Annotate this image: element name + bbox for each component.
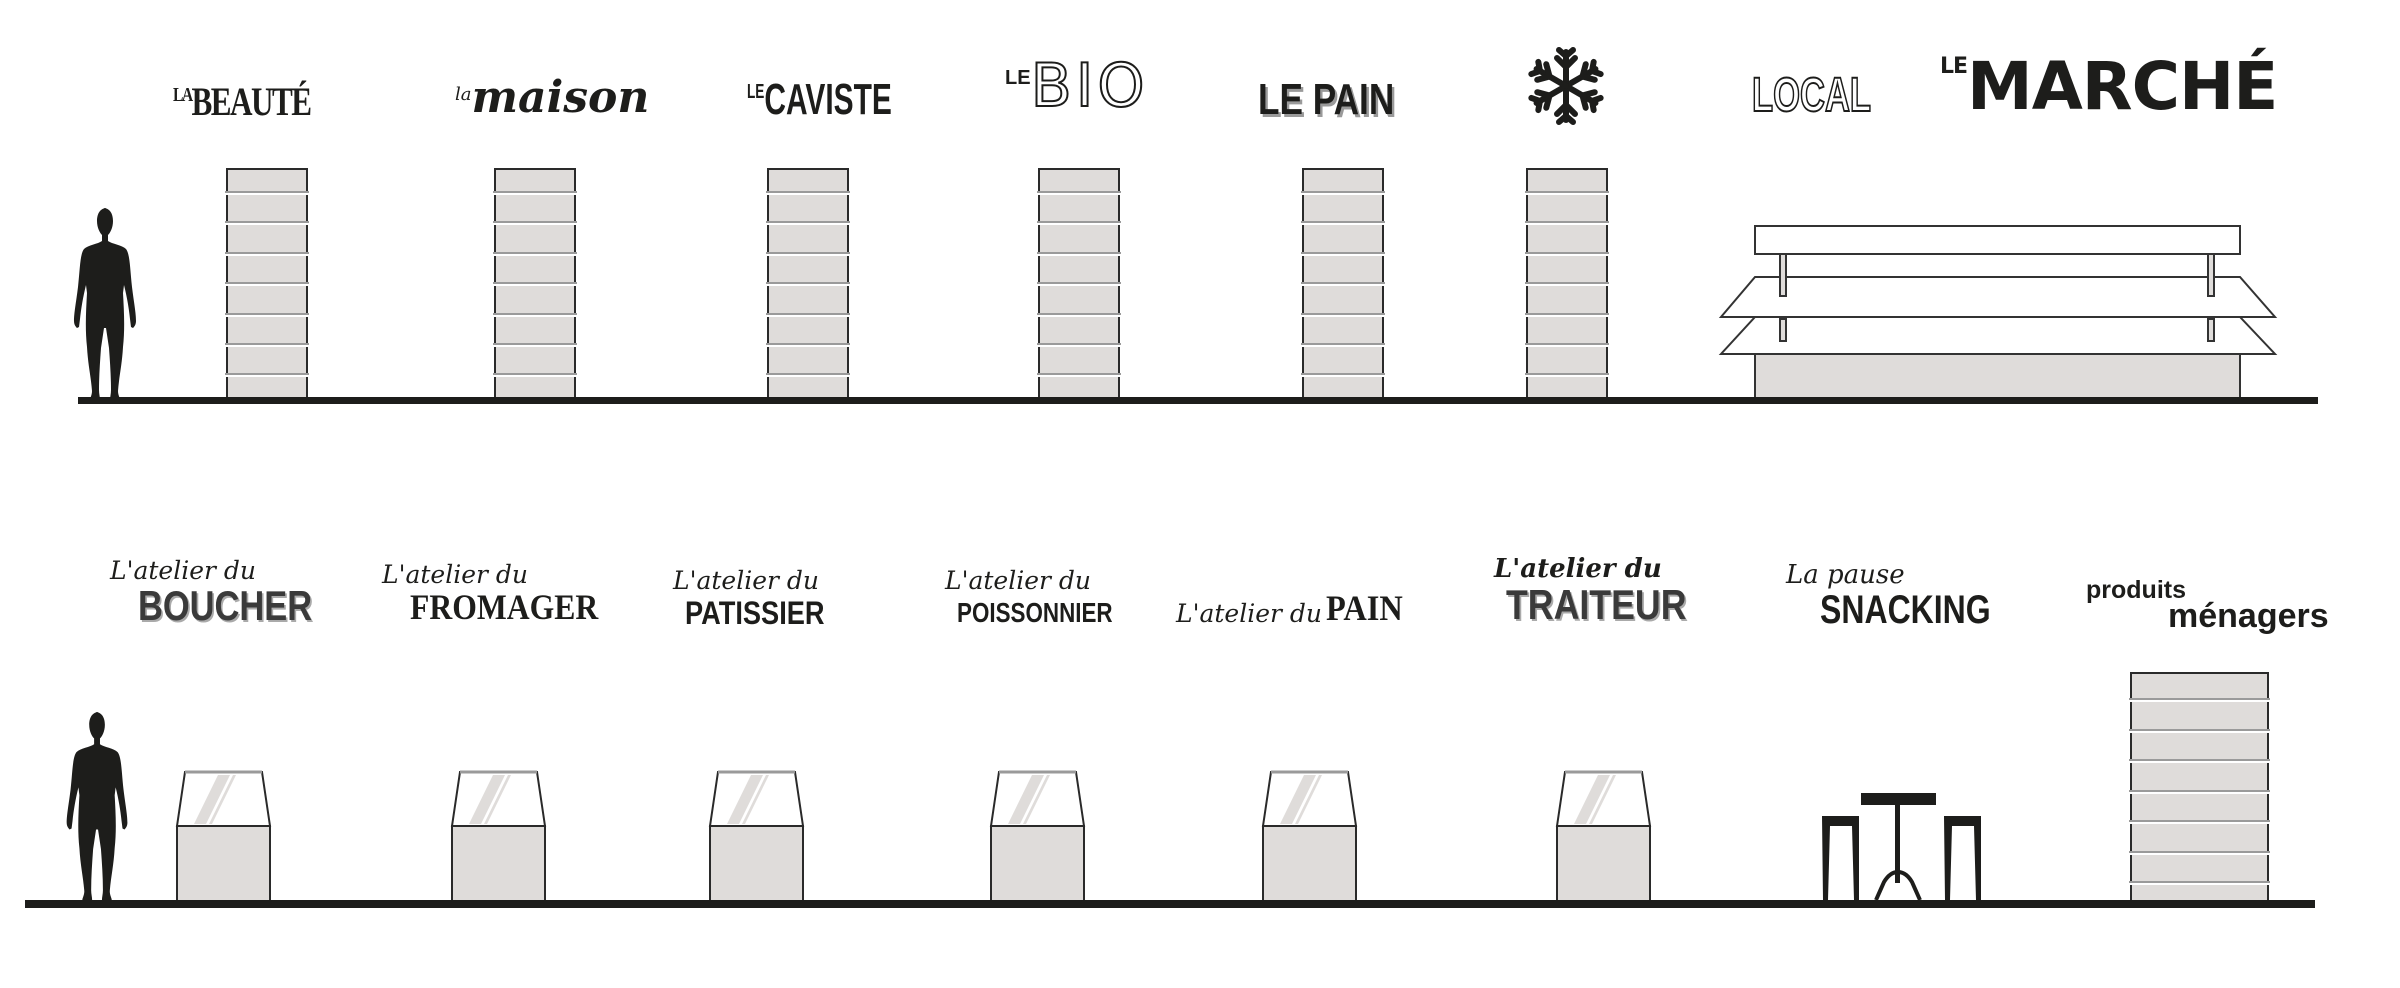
floor-line-top <box>78 397 2318 404</box>
display-counter-boucher <box>175 770 272 902</box>
label-produits-menagers: produits ménagers <box>2086 576 2329 635</box>
label-atelier-boucher: L'atelier du BOUCHER <box>110 556 313 629</box>
shelving-unit-beaute <box>225 168 309 398</box>
shelving-unit-menagers <box>2129 672 2270 901</box>
label-atelier-patissier: L'atelier du PATISSIER <box>673 566 825 631</box>
display-counter-patissier <box>708 770 805 902</box>
label-la-maison: lamaison <box>455 72 650 123</box>
label-le-marche: LEMARCHÉ <box>1940 48 2278 125</box>
shelving-unit-bio <box>1037 168 1121 398</box>
label-atelier-poissonnier: L'atelier du POISSONNIER <box>945 566 1113 628</box>
shelving-unit-caviste <box>766 168 850 398</box>
snowflake-icon <box>1528 47 1604 124</box>
label-la-beaute: LABEAUTÉ <box>173 79 312 124</box>
label-le-pain: LE PAIN <box>1258 75 1395 124</box>
human-silhouette-icon <box>66 711 128 901</box>
human-silhouette-icon <box>74 208 136 400</box>
label-pause-snacking: La pause SNACKING <box>1786 560 1991 632</box>
display-counter-pain <box>1261 770 1358 902</box>
display-counter-poissonnier <box>989 770 1086 902</box>
label-local: LOCAL <box>1751 69 1872 122</box>
display-counter-traiteur <box>1555 770 1652 902</box>
display-counter-fromager <box>450 770 547 902</box>
label-atelier-fromager: L'atelier du FROMAGER <box>382 560 599 627</box>
market-stall <box>1718 225 2278 399</box>
shelving-unit-maison <box>493 168 577 398</box>
label-atelier-pain: L'atelier du PAIN <box>1176 588 1403 628</box>
shelving-unit-frozen <box>1525 168 1609 398</box>
bar-table-with-stools <box>1822 793 1981 901</box>
label-le-bio: LEBIO <box>1005 51 1149 121</box>
floor-line-bottom <box>25 900 2315 908</box>
shelving-unit-pain <box>1301 168 1385 398</box>
label-le-caviste: LECAVISTE <box>747 75 892 124</box>
label-atelier-traiteur: L'atelier du TRAITEUR <box>1494 554 1687 628</box>
